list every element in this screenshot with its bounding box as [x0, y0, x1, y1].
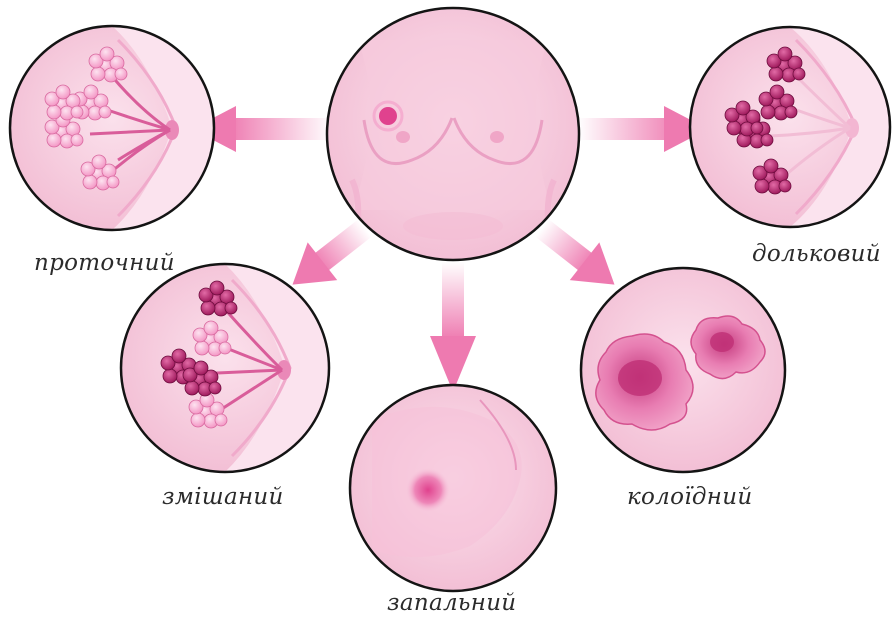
label-inflammatory: запальний	[387, 590, 516, 616]
center-torso-circle	[327, 8, 579, 260]
inflammatory-circle	[350, 385, 556, 591]
arrow-to-lobular	[578, 106, 708, 152]
inflammation-spot	[406, 468, 450, 512]
ductal-circle	[10, 26, 230, 230]
label-ductal: проточний	[34, 250, 175, 276]
label-mixed: змішаний	[162, 484, 284, 510]
mixed-circle	[121, 264, 340, 472]
label-colloid: колоїдний	[627, 484, 752, 510]
arrow-to-inflammatory	[430, 262, 476, 392]
lobular-circle	[690, 27, 896, 227]
colloid-circle	[581, 268, 785, 472]
label-lobular: дольковий	[752, 241, 881, 267]
